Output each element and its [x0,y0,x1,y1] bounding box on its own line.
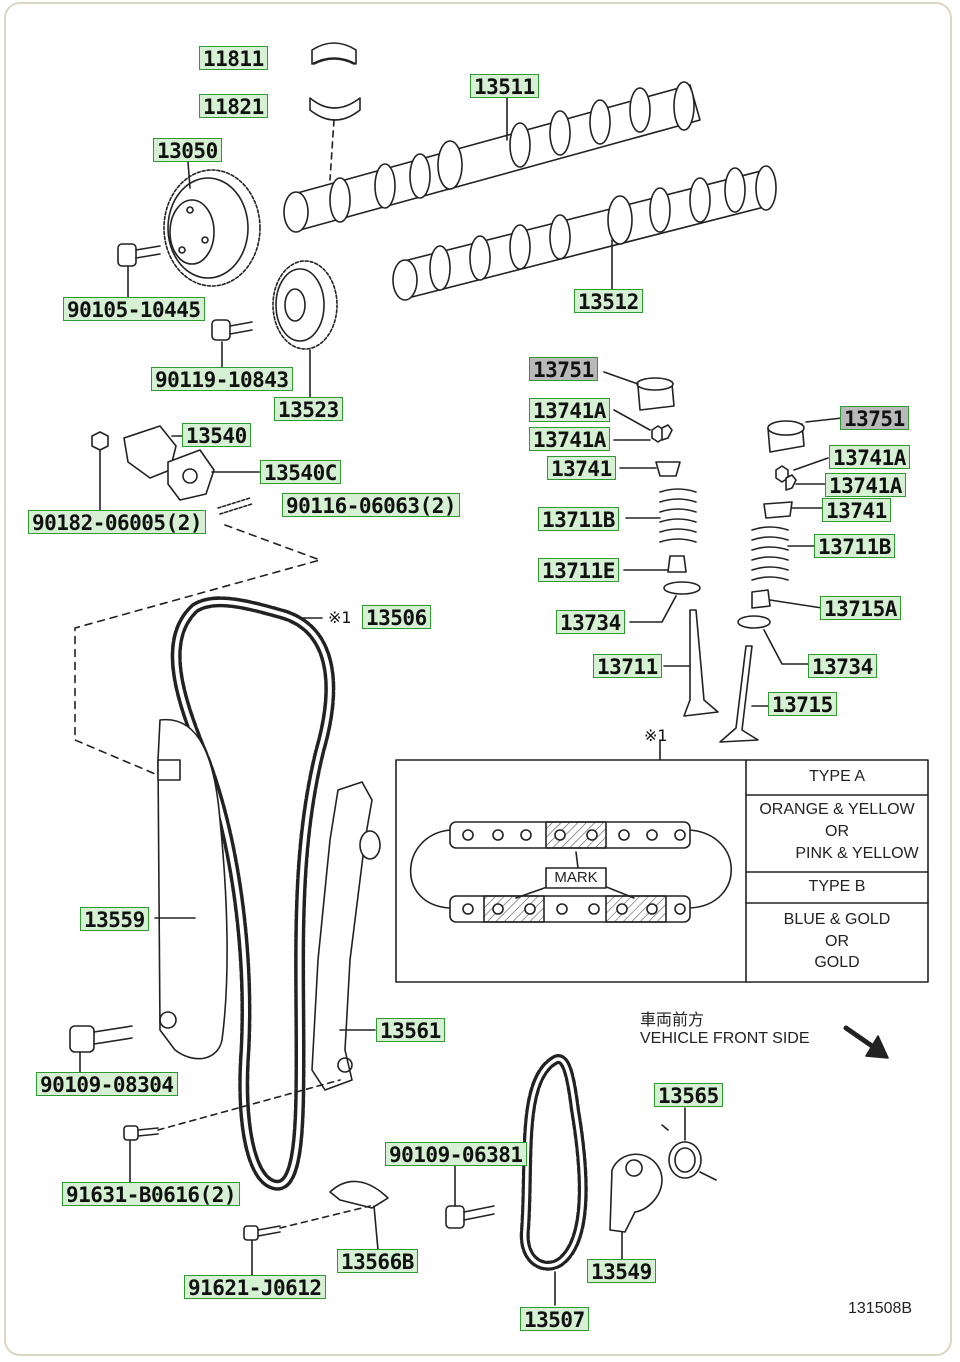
chain-marks-detail-icon [395,759,929,983]
part-label-13741-right[interactable]: 13741 [822,498,891,523]
part-label-13711b-right[interactable]: 13711B [814,534,895,559]
stud-bolt-icon [217,497,253,515]
diagram-code: 131508B [848,1300,913,1317]
part-label-90119-10843[interactable]: 90119-10843 [151,367,293,392]
part-label-13711e[interactable]: 13711E [538,558,619,583]
valve-lifter-icon [767,420,805,453]
valve-lifter-icon [636,377,675,411]
part-label-13741a-2[interactable]: 13741A [529,427,610,452]
part-label-13741a-right[interactable]: 13741A [829,445,910,470]
part-label-13540[interactable]: 13540 [182,423,251,448]
part-label-13566b[interactable]: 13566B [337,1249,418,1274]
part-label-11821[interactable]: 11821 [199,94,268,119]
diagram-frame [4,2,952,1356]
valve-keeper-icon [775,465,797,491]
type-b-line1: BLUE & GOLD [783,911,891,928]
bolt-icon [243,1225,281,1241]
bolt-icon [123,1125,159,1141]
valve-spring-icon [751,526,789,581]
type-a-header: TYPE A [808,768,866,785]
valve-stem-seal-icon [751,589,771,609]
part-label-13741a-right-2[interactable]: 13741A [825,473,906,498]
part-label-13559[interactable]: 13559 [80,907,149,932]
valve-keeper-icon [651,424,673,443]
part-label-13050[interactable]: 13050 [153,138,222,163]
chain-slipper-icon [157,718,228,1060]
mark-label: MARK [554,869,598,886]
intake-valve-icon [683,609,719,717]
bolt-icon [445,1205,495,1229]
camshaft-exhaust-icon [392,165,777,301]
part-label-13507[interactable]: 13507 [520,1307,589,1332]
part-label-13540c[interactable]: 13540C [260,460,341,485]
part-label-13751-selected[interactable]: 13751 [529,357,598,382]
part-label-13711b[interactable]: 13711B [538,507,619,532]
vehicle-front-en: VEHICLE FRONT SIDE [640,1030,810,1047]
part-label-13523[interactable]: 13523 [274,397,343,422]
type-a-line1: ORANGE & YELLOW [759,801,915,818]
part-label-13734[interactable]: 13734 [556,610,625,635]
part-label-91621-j0612[interactable]: 91621-J0612 [184,1275,326,1300]
part-label-13741a[interactable]: 13741A [529,398,610,423]
part-label-13561[interactable]: 13561 [376,1018,445,1043]
part-label-13565[interactable]: 13565 [654,1083,723,1108]
valve-stem-seal-icon [667,555,687,573]
bolt-icon [211,319,253,341]
spring-seat-icon [663,581,701,595]
vehicle-front-jp: 車両前方 [640,1010,705,1029]
camshaft-sprocket-icon [272,260,338,350]
part-label-91631-b0616[interactable]: 91631-B0616(2) [62,1182,241,1207]
part-label-13751-right-selected[interactable]: 13751 [840,406,909,431]
oil-pump-chain-icon [519,1054,588,1271]
type-b-header: TYPE B [808,878,866,895]
part-label-90116-06063[interactable]: 90116-06063(2) [282,493,461,518]
gasket-icon [167,449,215,501]
front-direction-arrow-icon [843,1025,889,1059]
part-label-13512[interactable]: 13512 [574,289,643,314]
part-label-13715[interactable]: 13715 [768,692,837,717]
nut-icon [91,431,109,451]
note-marker-chain: ※1 [328,608,352,627]
spring-retainer-icon [655,461,681,477]
note-marker-detail: ※1 [644,726,668,745]
chain-tensioner-arm-icon [609,1153,663,1233]
part-label-13715a[interactable]: 13715A [820,596,901,621]
type-a-line3: PINK & YELLOW [795,845,919,862]
part-label-13506[interactable]: 13506 [362,605,431,630]
part-label-90182-06005[interactable]: 90182-06005(2) [28,510,207,535]
exhaust-valve-icon [719,645,759,743]
bolt-icon [69,1025,133,1053]
spring-seat-icon [737,615,771,629]
bolt-icon [117,243,161,267]
type-b-line3: GOLD [814,954,860,971]
part-label-13511[interactable]: 13511 [470,74,539,99]
vvt-gear-icon [163,169,261,287]
part-label-13734-right[interactable]: 13734 [808,654,877,679]
part-label-13741[interactable]: 13741 [547,456,616,481]
bearing-lower-icon [309,97,361,121]
part-label-13711[interactable]: 13711 [593,654,662,679]
spring-icon [661,1124,717,1181]
chain-damper-icon [329,1180,389,1209]
camshaft-intake-icon [283,81,701,233]
part-label-90109-06381[interactable]: 90109-06381 [385,1142,527,1167]
chain-guide-icon [311,781,381,1091]
type-b-line2: OR [825,933,849,950]
part-label-90105-10445[interactable]: 90105-10445 [63,297,205,322]
bearing-upper-icon [311,42,357,65]
type-a-line2: OR [825,823,849,840]
part-label-13549[interactable]: 13549 [587,1259,656,1284]
part-label-11811[interactable]: 11811 [199,46,268,71]
part-label-90109-08304[interactable]: 90109-08304 [36,1072,178,1097]
spring-retainer-icon [763,501,793,519]
valve-spring-icon [659,488,697,543]
